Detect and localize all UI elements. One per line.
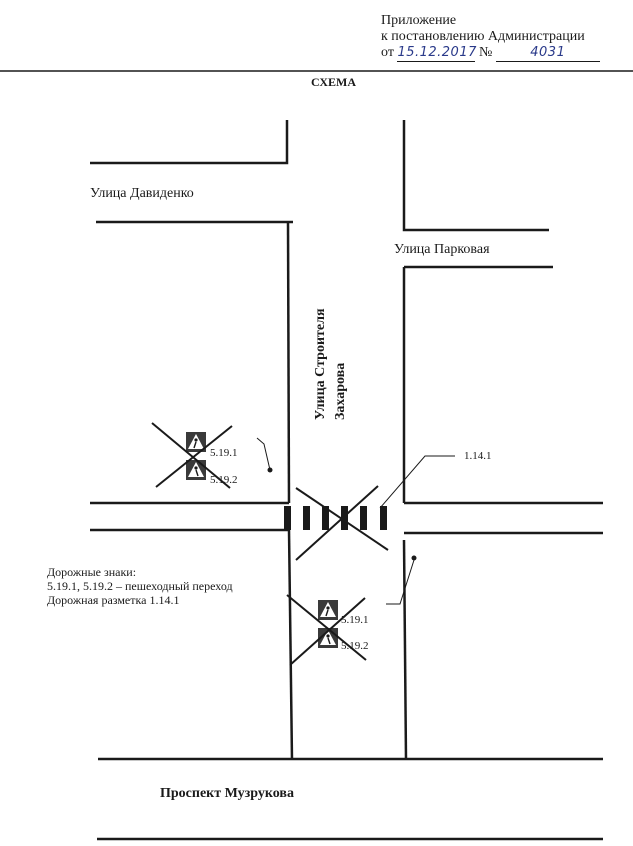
sign-label-b-top: 5.19.1 [341, 614, 369, 626]
sign-group-b [286, 555, 417, 666]
road-edge [402, 539, 408, 761]
crossing-cross-mark [295, 485, 389, 561]
sign-group-a [151, 422, 273, 489]
leader-dot [267, 467, 273, 473]
street-label-stroitelya: Улица Строителя Захарова [311, 308, 351, 420]
pedestrian-crossing-sign-icon [318, 600, 338, 620]
road-edge [286, 221, 291, 504]
leader-line [379, 455, 455, 509]
street-label-stroitelya-line1: Улица Строителя [313, 308, 328, 420]
pedestrian-crossing-sign-icon [186, 460, 206, 480]
leader-line [256, 437, 271, 471]
legend-line-3: Дорожная разметка 1.14.1 [47, 593, 180, 607]
sign-label-a-top: 5.19.1 [210, 447, 238, 459]
legend-line-2: 5.19.1, 5.19.2 – пешеходный переход [47, 579, 233, 593]
document-number: 4031 [495, 45, 600, 62]
street-label-davidenko: Улица Давиденко [90, 186, 194, 201]
header-line-2: к постановлению Администрации [381, 29, 585, 44]
road-edge [402, 120, 549, 232]
legend: Дорожные знаки: 5.19.1, 5.19.2 – пешеход… [47, 565, 233, 607]
leader-dot [411, 555, 417, 561]
pedestrian-crossing-sign-icon [186, 432, 206, 452]
road-lines [0, 70, 633, 841]
from-label: от [381, 45, 394, 60]
marking-label: 1.14.1 [464, 450, 492, 462]
page-title: СХЕМА [311, 75, 357, 89]
sign-cross-mark [151, 422, 233, 489]
street-label-parkovaya: Улица Парковая [394, 242, 490, 257]
sign-cross-mark [286, 594, 367, 666]
header-line-1: Приложение [381, 13, 457, 28]
header-line-3: от 15.12.2017 № 4031 [381, 45, 600, 62]
legend-line-1: Дорожные знаки: [47, 565, 137, 579]
sign-label-b-bottom: 5.19.2 [341, 640, 369, 652]
street-label-stroitelya-line2: Захарова [333, 362, 348, 420]
leader-line [386, 559, 415, 605]
road-edge [287, 529, 294, 761]
document-date: 15.12.2017 [397, 45, 477, 62]
zebra-crossing [284, 506, 387, 530]
number-label: № [478, 45, 493, 60]
road-edge [90, 120, 289, 165]
street-label-muzrukova: Проспект Музрукова [160, 786, 294, 801]
sign-label-a-bottom: 5.19.2 [210, 474, 238, 486]
